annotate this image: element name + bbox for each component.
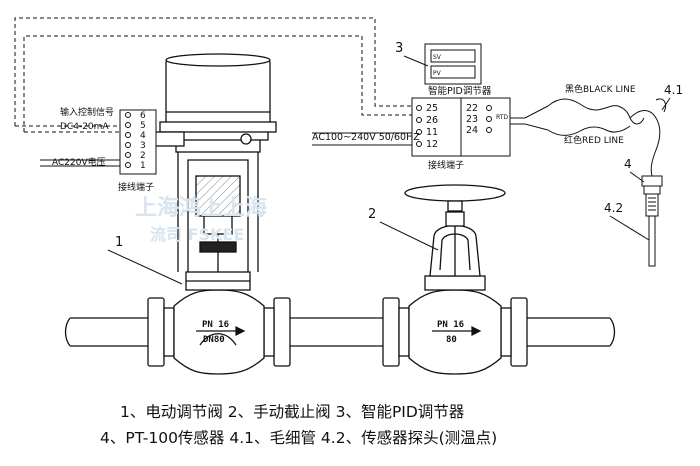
callout-4-2: 4.2	[604, 201, 650, 241]
pid-pin-label: 24	[466, 125, 478, 136]
svg-text:2: 2	[368, 207, 376, 222]
callout-1: 1	[107, 235, 183, 285]
callout-2: 2	[368, 207, 439, 251]
svg-text:4: 4	[624, 157, 632, 171]
current-signal-label: DC4-20mA	[60, 122, 109, 132]
manual-globe-valve	[382, 184, 528, 375]
pid-pin-label: 26	[426, 115, 438, 126]
terminal-pin-label: 4	[140, 131, 146, 141]
terminal-screw-icon	[416, 105, 422, 111]
svg-text:1: 1	[115, 235, 123, 250]
black-line-label: 黑色BLACK LINE	[565, 83, 636, 95]
pt100-sensor	[641, 175, 663, 267]
pid-pin-label: 22	[466, 103, 478, 114]
pid-controller	[411, 43, 511, 157]
signal-wires	[14, 17, 412, 133]
terminal-left-caption: 接线端子	[118, 181, 154, 193]
input-signal-label: 输入控制信号	[60, 106, 114, 118]
terminal-screw-icon	[486, 105, 492, 111]
pid-pin-label: 25	[426, 103, 438, 114]
pipe-right	[525, 317, 616, 347]
terminal-screw-icon	[416, 141, 422, 147]
red-line-label: 红色RED LINE	[564, 134, 624, 146]
terminal-screw-icon	[125, 122, 131, 128]
valve1-pn-label: PN 16	[202, 320, 229, 330]
flow-arrow-valve1	[196, 326, 246, 336]
svg-text:3: 3	[395, 41, 403, 56]
sensor-wires	[510, 98, 667, 177]
svg-text:4.1: 4.1	[664, 83, 683, 97]
pid-terminal-caption: 接线端子	[428, 159, 464, 171]
terminal-pin-label: 5	[140, 121, 146, 131]
terminal-screw-icon	[486, 127, 492, 133]
terminal-screw-icon	[125, 162, 131, 168]
terminal-screw-icon	[486, 116, 492, 122]
rtd-label: RTD	[496, 114, 508, 121]
legend-line-1: 1、电动调节阀 2、手动截止阀 3、智能PID调节器	[120, 403, 465, 421]
terminal-pin-label: 2	[140, 151, 146, 161]
terminal-screw-icon	[125, 152, 131, 158]
svg-text:4.2: 4.2	[604, 201, 623, 215]
terminal-screw-icon	[416, 117, 422, 123]
callout-4-1: 4.1	[661, 83, 683, 111]
watermark-line1: 上海鸿上上海	[135, 195, 267, 221]
flow-arrow-valve2	[432, 326, 482, 336]
terminal-pin-label: 1	[140, 161, 146, 171]
terminal-pin-label: 6	[140, 111, 146, 121]
electric-control-valve	[147, 53, 291, 375]
terminal-screw-icon	[125, 132, 131, 138]
pid-pin-label: 11	[426, 127, 438, 138]
pipe-left	[64, 317, 150, 347]
pid-pin-label: 23	[466, 114, 478, 125]
watermark-line2: 流司 FSKEE	[150, 225, 244, 244]
pid-display-pv: PV	[433, 70, 442, 77]
valve2-dn-label: 80	[446, 335, 457, 345]
valve2-pn-label: PN 16	[437, 320, 464, 330]
terminal-pin-label: 3	[140, 141, 146, 151]
pipe-middle	[290, 317, 385, 347]
pid-pin-label: 12	[426, 139, 438, 150]
terminal-screw-icon	[416, 129, 422, 135]
terminal-screw-icon	[125, 112, 131, 118]
valve1-dn-label: DN80	[203, 335, 225, 345]
pid-display-sv: SV	[433, 54, 442, 61]
power-220v-label: AC220V电压	[52, 156, 106, 168]
callout-4: 4	[624, 157, 645, 183]
power-input-label: AC100~240V 50/60HZ	[312, 132, 420, 143]
terminal-screw-icon	[125, 142, 131, 148]
legend-line-2: 4、PT-100传感器 4.1、毛细管 4.2、传感器探头(测温点)	[100, 429, 497, 447]
callout-3: 3	[395, 41, 429, 67]
pid-controller-title: 智能PID调节器	[428, 85, 492, 97]
